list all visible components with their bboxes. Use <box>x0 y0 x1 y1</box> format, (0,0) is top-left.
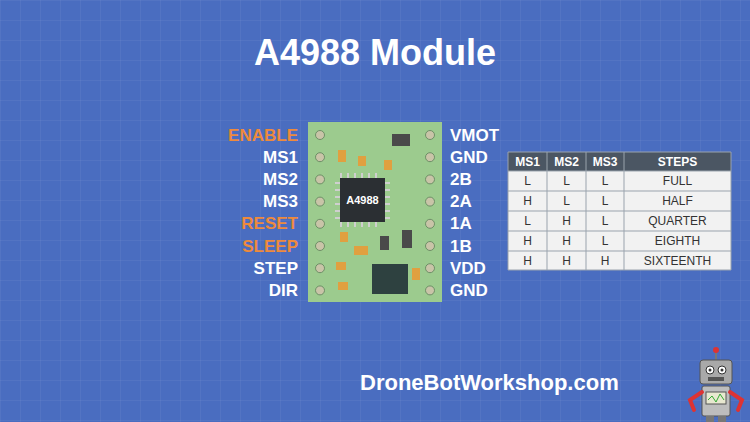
pin-name: VDD <box>450 260 486 277</box>
table-cell: L <box>602 175 609 187</box>
table-cell: H <box>523 255 532 267</box>
pin-name: GND <box>450 149 488 166</box>
resistor <box>336 262 346 270</box>
pin-name: ENABLE <box>228 127 298 144</box>
resistor <box>354 246 368 255</box>
resistor <box>412 268 420 280</box>
capacitor <box>380 236 389 250</box>
table-header: STEPS <box>658 156 697 168</box>
table-grid <box>508 152 731 270</box>
table-cell: H <box>562 255 571 267</box>
pin-name: 2A <box>450 193 472 210</box>
table-cell: L <box>524 215 531 227</box>
table-cell: EIGHTH <box>655 235 700 247</box>
circuit-board <box>308 122 442 302</box>
pin-name: STEP <box>254 260 298 277</box>
table-cell: H <box>523 235 532 247</box>
pin-name: MS1 <box>263 149 298 166</box>
table-cell: L <box>563 195 570 207</box>
watermark: DroneBotWorkshop.com <box>360 372 619 394</box>
table-header: MS3 <box>593 156 618 168</box>
pin-name: MS2 <box>263 171 298 188</box>
pin-name: DIR <box>269 282 298 299</box>
table-cell: QUARTER <box>648 215 706 227</box>
table-header: MS2 <box>554 156 579 168</box>
pin-holes <box>316 131 435 295</box>
table-cell: SIXTEENTH <box>644 255 711 267</box>
driver-chip: A4988 <box>340 178 385 222</box>
chip-marking: A4988 <box>346 194 378 206</box>
table-cell: H <box>562 235 571 247</box>
mosfet <box>372 264 408 294</box>
chip-pins <box>335 173 390 227</box>
capacitor <box>402 230 412 248</box>
resistor <box>384 160 392 170</box>
table-cell: H <box>562 215 571 227</box>
capacitor <box>392 134 410 146</box>
resistor <box>340 232 348 242</box>
table-cell: L <box>563 175 570 187</box>
pin-name: MS3 <box>263 193 298 210</box>
pin-name: SLEEP <box>242 238 298 255</box>
table-cell: L <box>602 215 609 227</box>
pin-name: 1B <box>450 238 472 255</box>
title: A4988 Module <box>0 32 750 74</box>
table-cell: HALF <box>662 195 693 207</box>
pin-name: VMOT <box>450 127 499 144</box>
pin-name: RESET <box>241 215 298 232</box>
table-header: MS1 <box>515 156 540 168</box>
table-cell: L <box>602 235 609 247</box>
resistor <box>338 282 348 290</box>
resistor <box>338 150 346 162</box>
pin-name: 2B <box>450 171 472 188</box>
pin-name: GND <box>450 282 488 299</box>
table-cell: H <box>601 255 610 267</box>
robot-mascot <box>690 347 742 422</box>
resistor <box>358 156 366 166</box>
table-cell: H <box>523 195 532 207</box>
table-cell: L <box>602 195 609 207</box>
table-cell: FULL <box>663 175 692 187</box>
pin-name: 1A <box>450 215 472 232</box>
table-cell: L <box>524 175 531 187</box>
